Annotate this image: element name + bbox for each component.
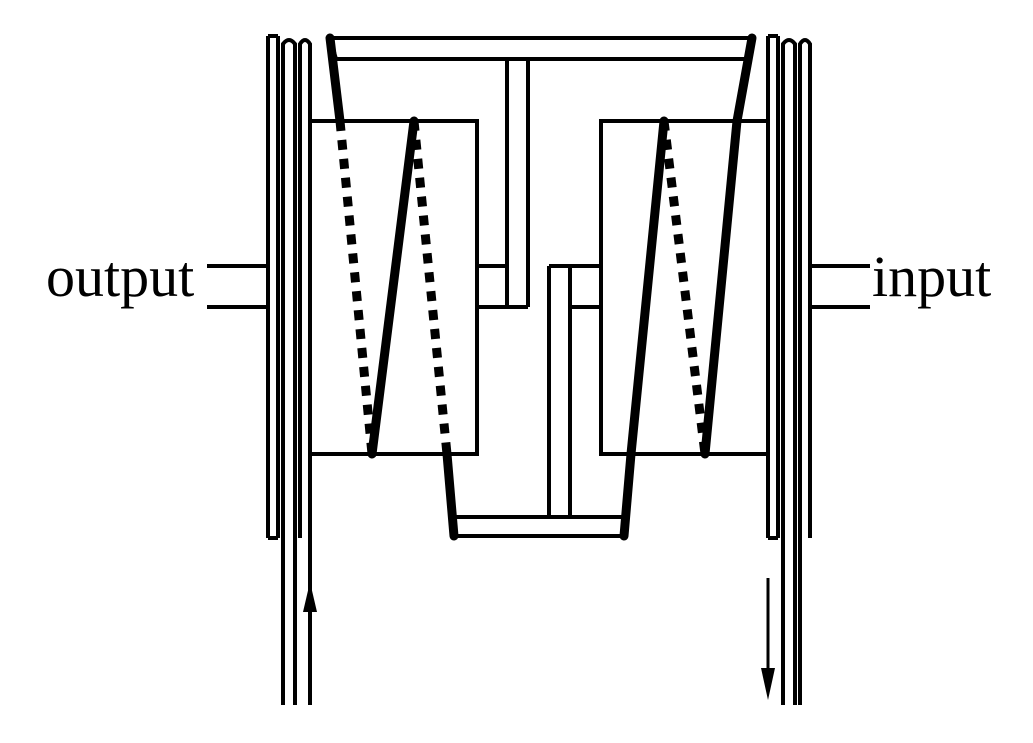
right-coil bbox=[619, 33, 757, 541]
up-arrow bbox=[303, 582, 317, 700]
output-port bbox=[207, 264, 268, 309]
bottom-coupling-bar bbox=[448, 264, 630, 538]
left-coil bbox=[325, 33, 459, 541]
input-port bbox=[810, 264, 870, 309]
right-plate-stack bbox=[766, 34, 812, 705]
input-label: input bbox=[872, 244, 991, 309]
down-arrow bbox=[761, 578, 775, 700]
output-label: output bbox=[46, 244, 194, 309]
left-resonator-box bbox=[308, 119, 479, 456]
left-plate-stack bbox=[266, 34, 312, 705]
right-resonator-box bbox=[599, 119, 770, 456]
